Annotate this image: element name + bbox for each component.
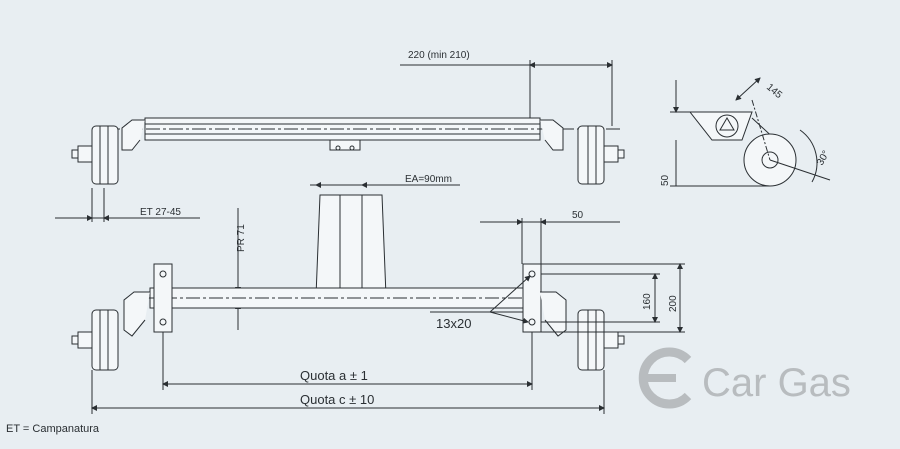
dim-side-145: 145 xyxy=(764,82,784,101)
side-view xyxy=(688,99,797,187)
logo-text: Car Gas xyxy=(702,361,851,405)
dim-160: 160 xyxy=(642,293,653,310)
dim-quota-a: Quota a ± 1 xyxy=(300,368,368,383)
center-bracket xyxy=(310,182,460,297)
bottom-axle-view xyxy=(71,263,625,371)
dim-ea: EA=90mm xyxy=(405,174,452,185)
top-axle-view xyxy=(71,117,625,185)
dim-angle: 30° xyxy=(815,149,832,168)
footnote: ET = Campanatura xyxy=(6,423,100,435)
dim-pr: PR 71 xyxy=(236,224,247,252)
dim-offset-50: 50 xyxy=(572,210,584,221)
dim-side-50: 50 xyxy=(660,174,671,186)
dim-camber: ET 27-45 xyxy=(140,207,181,218)
dim-200: 200 xyxy=(668,295,679,312)
dim-quota-c: Quota c ± 10 xyxy=(300,392,374,407)
dim-bolt: 13x20 xyxy=(436,316,471,331)
dim-top-span: 220 (min 210) xyxy=(408,50,470,61)
cargas-logo: Car Gas xyxy=(638,347,851,409)
